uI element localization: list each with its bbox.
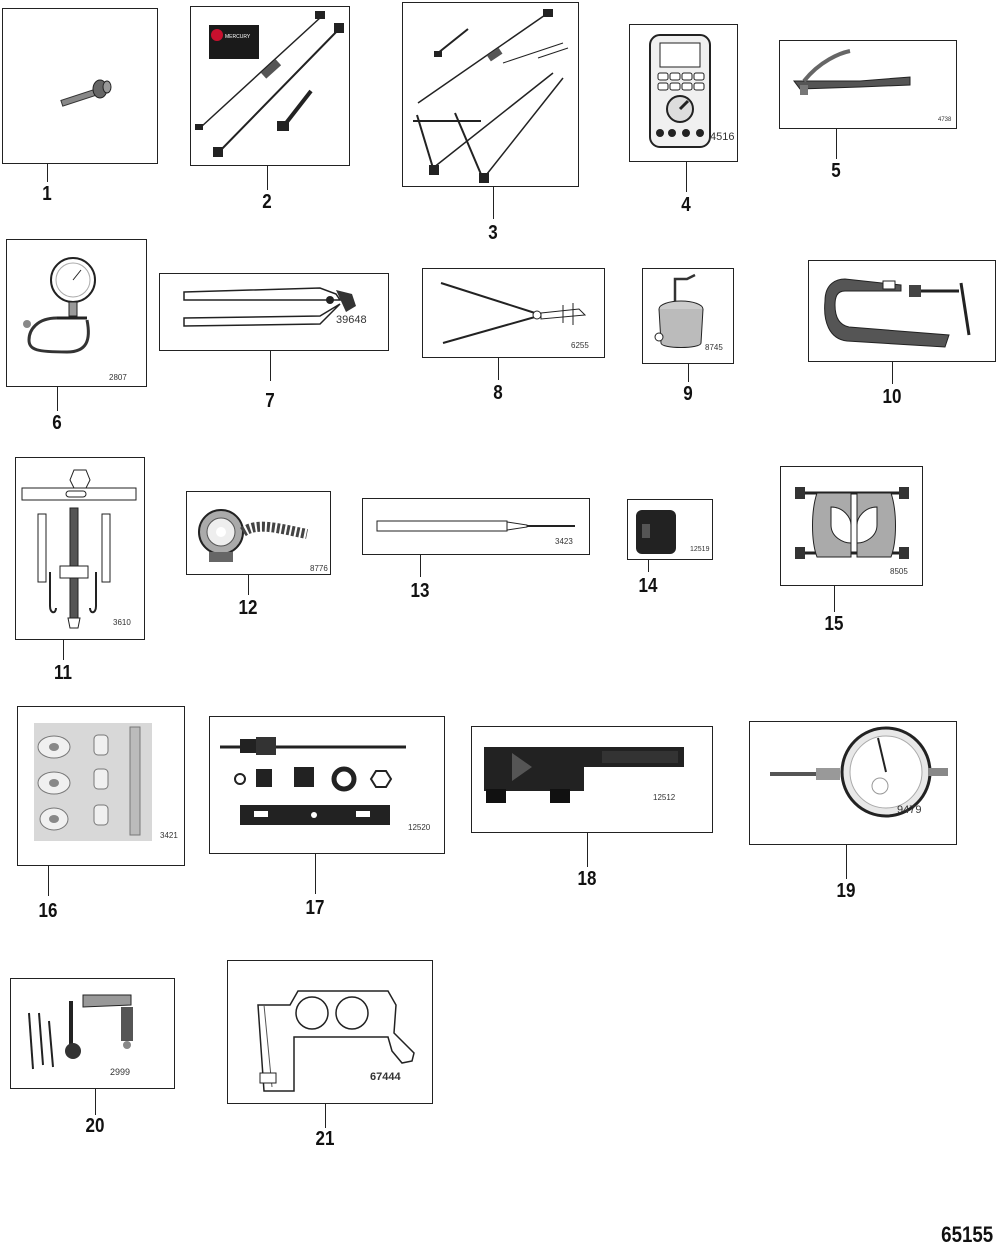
fixture-tool-drawing <box>484 747 684 803</box>
tool-19-frame: 9479 <box>749 721 957 845</box>
callout-6: 6 <box>52 412 62 434</box>
callout-8: 8 <box>493 382 503 404</box>
callout-9: 9 <box>683 383 693 405</box>
alignment-tool-kit-drawing <box>28 994 133 1070</box>
tool-3-frame <box>402 2 579 187</box>
callout-4: 4 <box>681 194 691 216</box>
tool-7-frame: 39648 <box>159 273 389 351</box>
callout-21: 21 <box>315 1128 335 1150</box>
part-code: 12520 <box>408 823 431 832</box>
tool-12-frame: 8776 <box>186 491 331 575</box>
callout-18: 18 <box>577 868 597 890</box>
callout-1: 1 <box>42 183 52 205</box>
dial-indicator-drawing <box>770 726 948 818</box>
callout-2: 2 <box>262 191 272 213</box>
part-code: 12519 <box>690 546 710 553</box>
callout-15: 15 <box>824 613 844 635</box>
part-code: 8745 <box>705 343 723 352</box>
harness-kit-drawing: MERCURY <box>195 11 344 157</box>
part-code: 8505 <box>890 567 908 576</box>
multimeter-drawing <box>649 34 711 148</box>
tool-1-frame <box>2 8 158 164</box>
logo-text: MERCURY <box>225 34 251 40</box>
tool-5-frame: 4738 <box>779 40 957 129</box>
part-code: 4738 <box>938 117 952 123</box>
callout-19: 19 <box>836 880 856 902</box>
callout-20: 20 <box>85 1115 105 1137</box>
tool-10-frame <box>808 260 996 362</box>
callout-3: 3 <box>488 222 498 244</box>
punch-drawing <box>376 520 575 532</box>
tool-15-frame: 8505 <box>780 466 923 586</box>
tool-18-frame: 12512 <box>471 726 713 833</box>
tool-21-frame: 67444 <box>227 960 433 1104</box>
part-code: 8776 <box>310 564 328 573</box>
cup-tool-drawing <box>654 273 704 348</box>
installer-kit-drawing <box>220 737 406 825</box>
part-code: 4516 <box>710 131 735 143</box>
puller-kit-drawing <box>21 469 137 629</box>
bearing-driver-kit-drawing <box>34 723 152 841</box>
callout-14: 14 <box>638 575 658 597</box>
part-code: 12512 <box>653 793 676 802</box>
tool-4-frame: 4516 <box>629 24 738 162</box>
callout-13: 13 <box>410 580 430 602</box>
figure-id: 65155 <box>940 1222 993 1247</box>
pliers-drawing <box>183 287 356 327</box>
strap-wrench-drawing <box>793 49 911 95</box>
tool-20-frame: 2999 <box>10 978 175 1089</box>
callout-10: 10 <box>882 386 902 408</box>
part-code: 9479 <box>897 804 922 816</box>
socket-drawing <box>636 510 676 554</box>
tool-17-frame: 12520 <box>209 716 445 854</box>
tool-13-frame: 3423 <box>362 498 590 555</box>
part-code: 39648 <box>336 314 367 326</box>
pin-tool-drawing <box>60 79 112 107</box>
work-light-drawing <box>198 509 308 562</box>
bracket-tool-drawing <box>257 990 415 1092</box>
tool-6-frame: 2807 <box>6 239 147 387</box>
callout-5: 5 <box>831 160 841 182</box>
part-code: 3421 <box>160 831 178 840</box>
callout-16: 16 <box>38 900 58 922</box>
callout-17: 17 <box>305 897 325 919</box>
c-clamp-drawing <box>824 278 971 348</box>
part-code: 67444 <box>370 1071 401 1083</box>
part-code: 3610 <box>113 618 131 627</box>
tool-11-frame: 3610 <box>15 457 145 640</box>
part-code: 3423 <box>555 537 573 546</box>
pressure-gauge-drawing <box>23 257 96 354</box>
tool-9-frame: 8745 <box>642 268 734 364</box>
part-code: 2807 <box>109 373 127 382</box>
tool-8-frame: 6255 <box>422 268 605 358</box>
tool-2-frame: MERCURY <box>190 6 350 166</box>
ring-pliers-drawing <box>440 282 587 344</box>
callout-12: 12 <box>238 597 258 619</box>
bearing-separator-drawing <box>795 487 909 559</box>
tool-16-frame: 3421 <box>17 706 185 866</box>
callout-11: 11 <box>54 662 72 684</box>
part-code: 2999 <box>110 1067 131 1077</box>
part-code: 6255 <box>571 341 589 350</box>
callout-7: 7 <box>265 390 275 412</box>
tool-14-frame: 12519 <box>627 499 713 560</box>
test-lead-set-drawing <box>413 9 569 183</box>
